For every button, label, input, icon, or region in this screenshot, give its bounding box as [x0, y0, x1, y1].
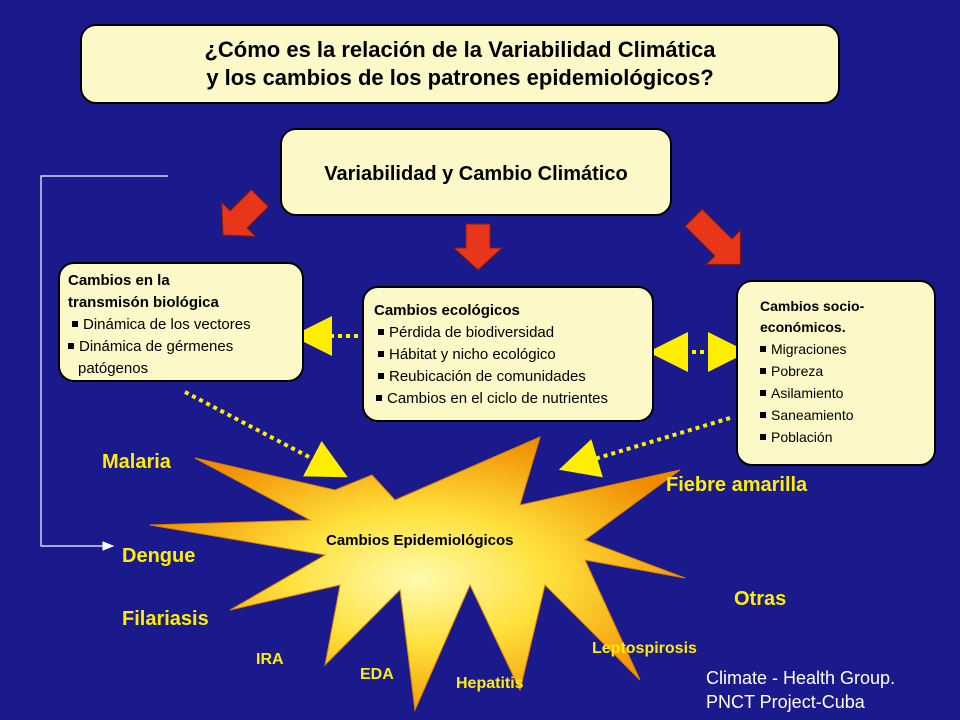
disease-dengue: Dengue — [122, 545, 196, 567]
credit-line-2: PNCT Project-Cuba — [706, 692, 865, 712]
bullet-icon — [760, 368, 766, 375]
disease-hepatitis: Hepatitis — [456, 675, 524, 692]
bullet-icon — [378, 329, 384, 336]
disease-otras: Otras — [734, 588, 787, 610]
bullet-icon — [378, 351, 384, 358]
socioeconomic-changes-box: Cambios socio- económicos. Migraciones P… — [736, 280, 936, 466]
eco-item: Cambios en el ciclo de nutrientes — [374, 388, 642, 410]
title-line-2: y los cambios de los patrones epidemioló… — [206, 65, 714, 90]
question-title-box: ¿Cómo es la relación de la Variabilidad … — [80, 24, 840, 104]
red-arrow-center — [452, 223, 504, 271]
disease-fiebre-amarilla: Fiebre amarilla — [666, 474, 808, 496]
disease-malaria: Malaria — [102, 451, 171, 473]
disease-leptospirosis: Leptospirosis — [592, 640, 697, 657]
bullet-icon — [378, 373, 384, 380]
eco-item: Pérdida de biodiversidad — [374, 322, 642, 344]
disease-filariasis: Filariasis — [122, 608, 209, 630]
bio-item-continuation: patógenos — [78, 360, 149, 377]
white-connector-arrow — [40, 175, 168, 551]
disease-ira: IRA — [256, 651, 284, 668]
bio-heading-line-2: transmisón biológica — [68, 294, 219, 311]
red-arrow-right — [684, 208, 741, 265]
credit-line-1: Climate - Health Group. — [706, 668, 896, 688]
bio-item: Dinámica de gérmenes — [68, 336, 294, 358]
climate-variability-node: Variabilidad y Cambio Climático — [280, 128, 672, 216]
biological-transmission-box: Cambios en la transmisón biológica Dinám… — [58, 262, 304, 382]
dotted-arrow-bio-to-burst — [184, 390, 348, 478]
title-line-1: ¿Cómo es la relación de la Variabilidad … — [204, 37, 716, 62]
disease-eda: EDA — [360, 666, 394, 683]
red-arrow-left — [221, 189, 269, 237]
soc-item: Población — [760, 426, 924, 448]
bullet-icon — [760, 390, 766, 397]
eco-item: Reubicación de comunidades — [374, 366, 642, 388]
bullet-icon — [760, 346, 766, 353]
climate-variability-label: Variabilidad y Cambio Climático — [324, 163, 628, 185]
eco-item: Hábitat y nicho ecológico — [374, 344, 642, 366]
epidemiological-burst — [149, 436, 686, 712]
dotted-arrow-soc-to-burst — [558, 416, 731, 478]
eco-heading: Cambios ecológicos — [374, 302, 520, 319]
bullet-icon — [68, 343, 74, 350]
soc-item: Migraciones — [760, 338, 924, 360]
bio-heading-line-1: Cambios en la — [68, 272, 170, 289]
bio-item: Dinámica de los vectores — [68, 314, 294, 336]
bullet-icon — [760, 434, 766, 441]
soc-item: Asilamiento — [760, 382, 924, 404]
bullet-icon — [376, 395, 382, 402]
soc-item: Saneamiento — [760, 404, 924, 426]
soc-heading-line-2: económicos. — [760, 319, 846, 335]
ecological-changes-box: Cambios ecológicos Pérdida de biodiversi… — [362, 286, 654, 422]
soc-item: Pobreza — [760, 360, 924, 382]
epidemiological-changes-label: Cambios Epidemiológicos — [326, 532, 514, 549]
bullet-icon — [760, 412, 766, 419]
soc-heading-line-1: Cambios socio- — [760, 298, 865, 314]
credit-text: Climate - Health Group. PNCT Project-Cub… — [706, 666, 895, 714]
bullet-icon — [72, 321, 78, 328]
